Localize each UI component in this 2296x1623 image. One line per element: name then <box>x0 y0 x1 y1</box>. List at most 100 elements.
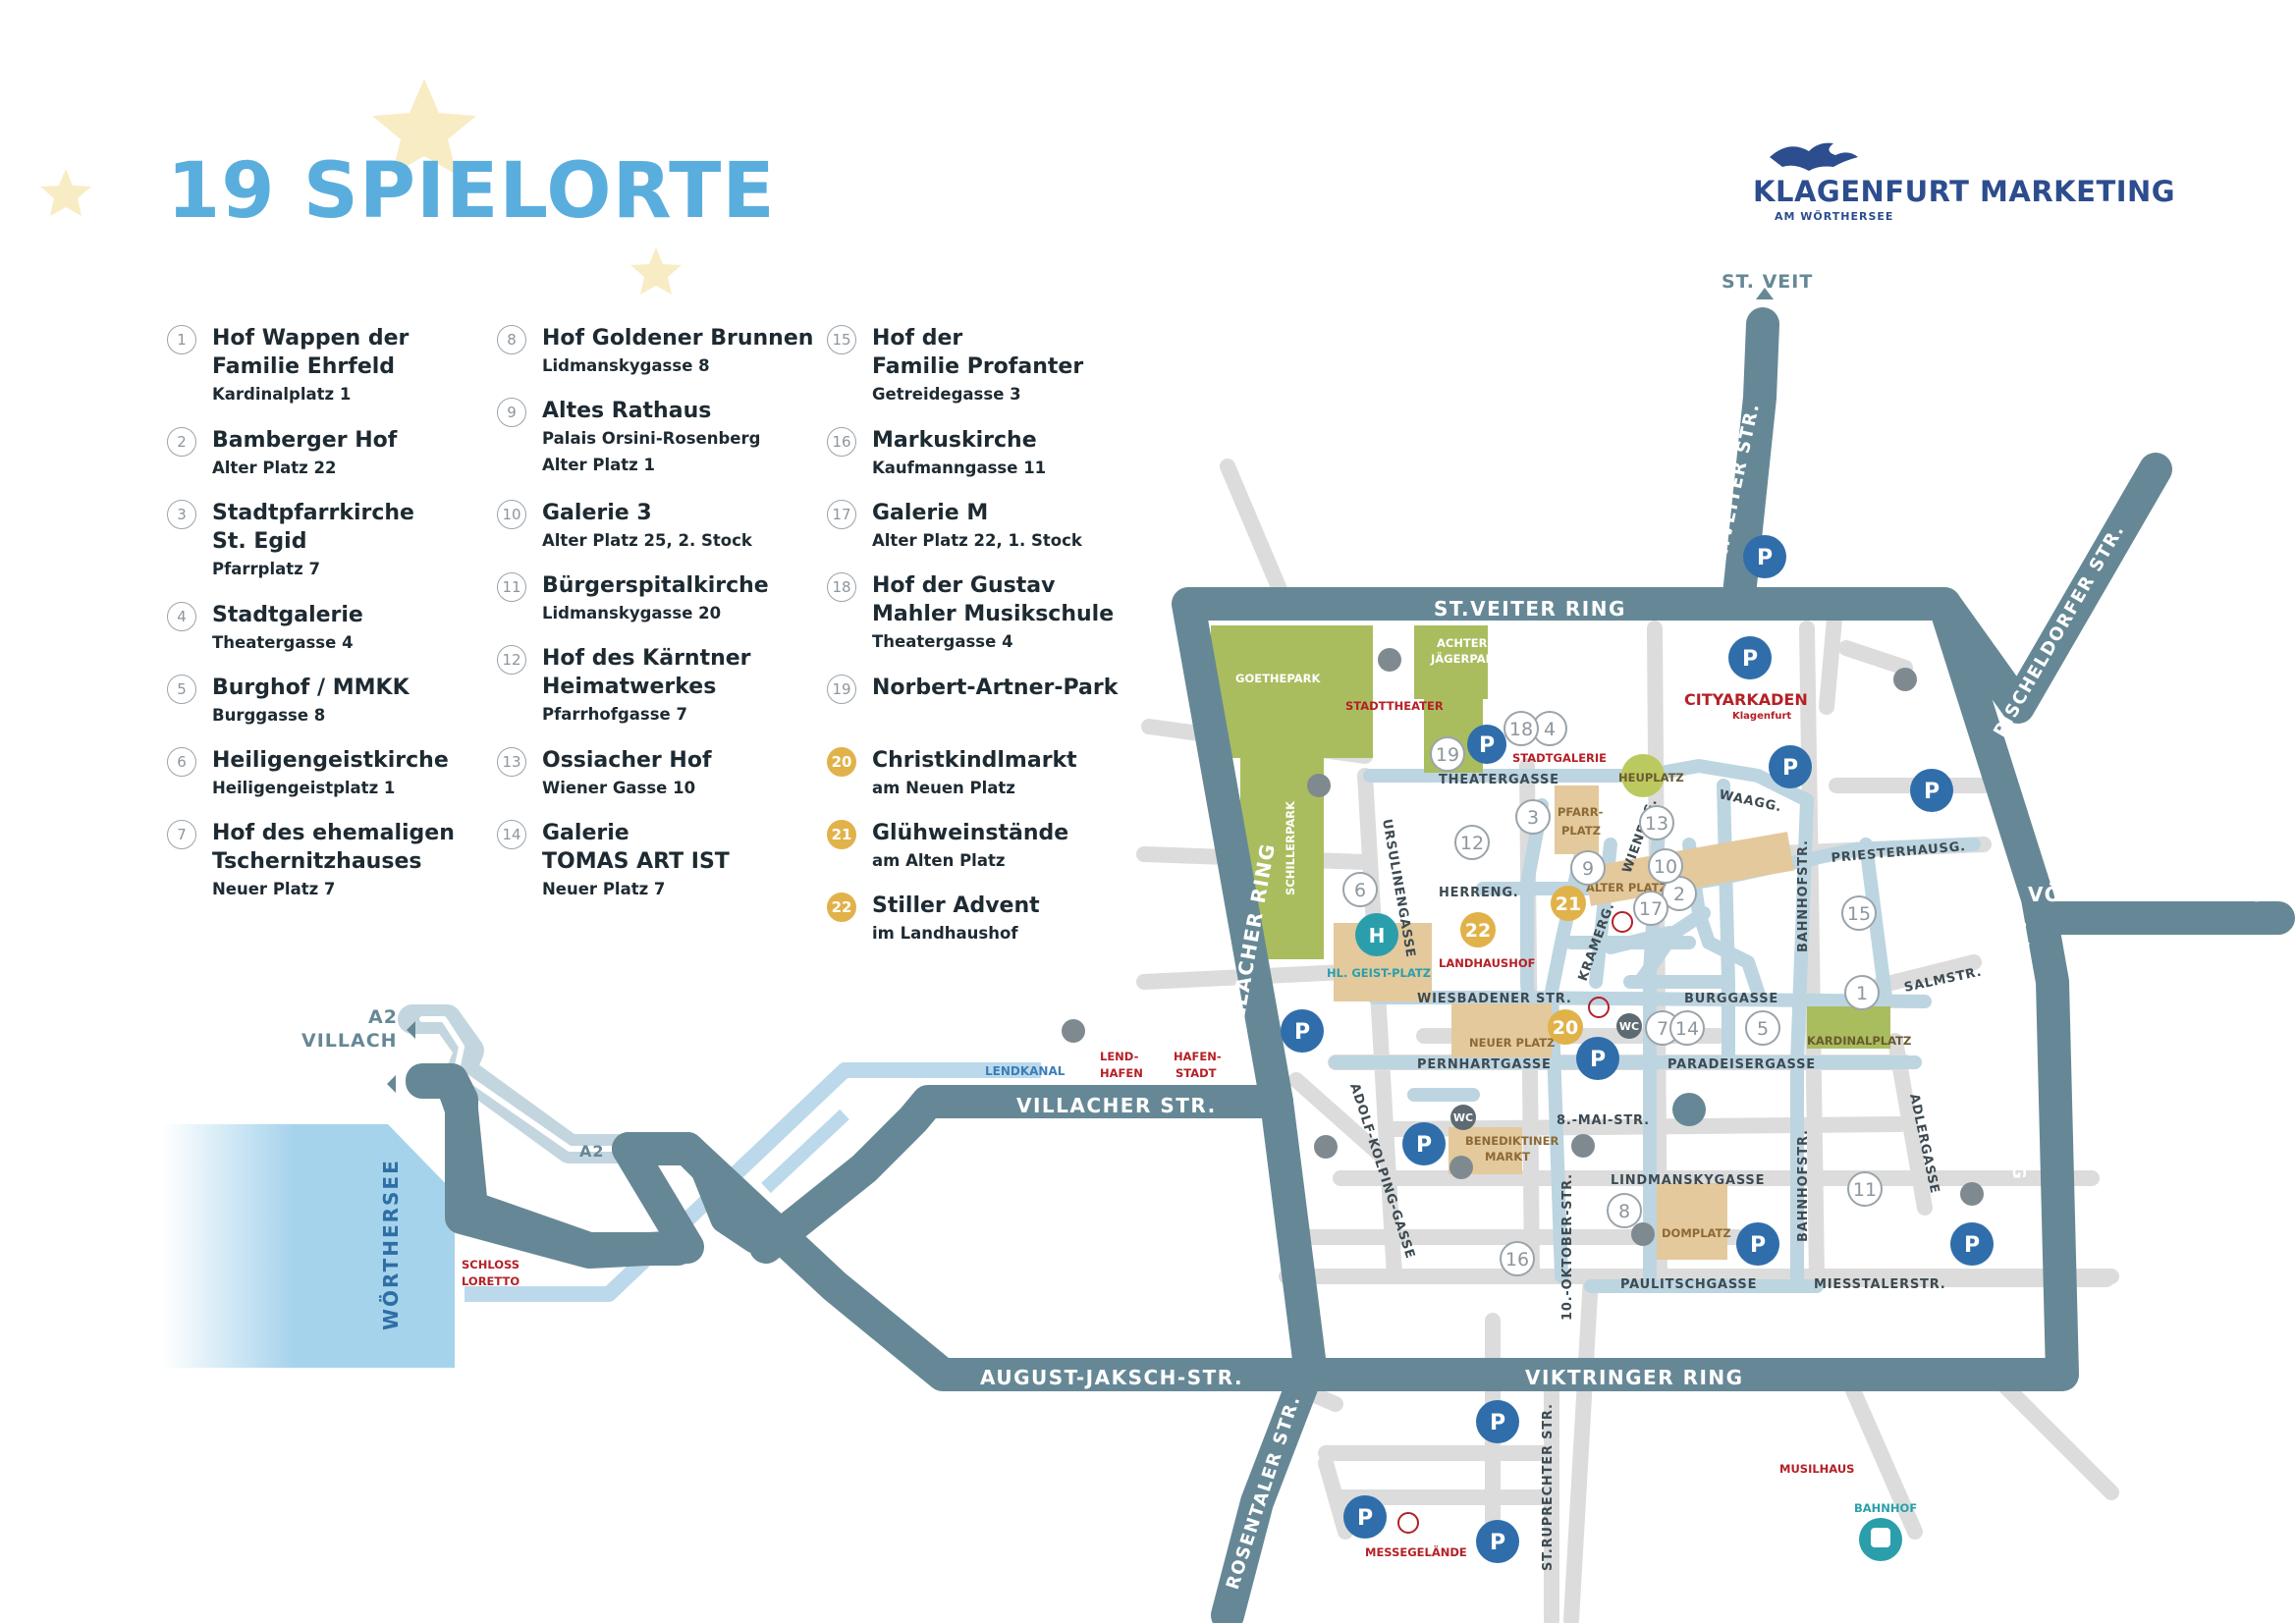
wc-icons: WC WC <box>1450 1013 1642 1130</box>
venue-name: Burghof / MMKK <box>212 676 410 700</box>
venue-number: 4 <box>167 602 196 631</box>
place-labels: GOETHEPARK ACHTER- JÄGERPARK SCHILLERPAR… <box>462 636 1917 1559</box>
dragon-icon <box>1770 142 1858 171</box>
lendkanal-cross <box>761 1109 849 1194</box>
bahnhof-label: BAHNHOF <box>1854 1501 1917 1515</box>
klagenfurt-logo: KLAGENFURT MARKETING AM WÖRTHERSEE <box>1753 137 2175 236</box>
domplatz-label: DOMPLATZ <box>1662 1226 1731 1240</box>
venue-address: Getreidegasse 3 <box>872 385 1021 404</box>
parking-icon: P <box>1910 769 1953 812</box>
map-marker-21: 21 <box>1551 886 1586 921</box>
venue-number: 1 <box>167 325 196 354</box>
venue-address: Pfarrhofgasse 7 <box>542 705 687 724</box>
tap-icon <box>1307 774 1331 797</box>
venue-address: Lidmanskygasse 20 <box>542 604 722 622</box>
venue-address: Wiener Gasse 10 <box>542 779 696 797</box>
svg-text:P: P <box>1964 1233 1980 1258</box>
venue-address: Alter Platz 22, 1. Stock <box>872 531 1082 550</box>
pfarrplatz-label-b: PLATZ <box>1561 824 1601 838</box>
lend-hafen-label-a: LEND- <box>1100 1050 1139 1063</box>
logo-name: KLAGENFURT MARKETING <box>1753 175 2176 208</box>
hafen-stadt-label-b: STADT <box>1175 1066 1217 1080</box>
venue-name: Christkindlmarkt <box>872 748 1077 773</box>
parking-icon: P <box>1343 1495 1387 1539</box>
direction-arrows <box>387 288 1774 1384</box>
a2-villach-label-a: A2 <box>368 1006 398 1028</box>
stadttheater-label: STADTTHEATER <box>1345 699 1444 713</box>
venue-name: Hof der Gustav Mahler Musikschule <box>872 573 1115 626</box>
venue-address: Neuer Platz 7 <box>542 880 666 898</box>
svg-text:H: H <box>1369 924 1386 947</box>
map-marker-1: 1 <box>1844 975 1880 1010</box>
venue-number: 16 <box>827 427 856 457</box>
parking-icon: P <box>1743 535 1786 578</box>
venue-number: 8 <box>497 325 526 354</box>
map-marker-19: 19 <box>1430 736 1465 772</box>
venue-number: 13 <box>497 747 526 777</box>
venue-number: 20 <box>827 747 856 777</box>
map-marker-18: 18 <box>1503 711 1539 746</box>
lendkanal-label: LENDKANAL <box>985 1064 1066 1078</box>
achter-jaegerpark-label-a: ACHTER- <box>1437 636 1493 650</box>
venue-number: 18 <box>827 572 856 602</box>
arrow-icon <box>387 1075 396 1093</box>
venue-number: 11 <box>497 572 526 602</box>
messegelaende-label: MESSEGELÄNDE <box>1365 1544 1467 1559</box>
map-marker-label: 2 <box>1673 884 1685 905</box>
woerthersee-lake: WÖRTHERSEE <box>162 1124 455 1368</box>
svg-text:WC: WC <box>1453 1111 1473 1124</box>
map-marker-2: 2 <box>1662 876 1697 911</box>
oktober-str-label: 10.-OKTOBER-STR. <box>1560 1173 1575 1321</box>
svg-text:P: P <box>1924 780 1940 804</box>
city-arkaden-label: CITYARKADEN <box>1684 690 1808 709</box>
a2-villach-label-b: VILLACH <box>301 1030 398 1052</box>
map-marker-16: 16 <box>1500 1241 1535 1276</box>
st-veiter-ring-label: ST.VEITER RING <box>1434 597 1626 621</box>
svg-text:WC: WC <box>1619 1020 1639 1033</box>
venue-number: 22 <box>827 893 856 922</box>
a2-autobahn-center <box>419 1016 622 1152</box>
villacher-str-label: VILLACHER STR. <box>1016 1094 1217 1117</box>
city-arkaden-sub-label: Klagenfurt <box>1732 711 1791 722</box>
venue-number: 12 <box>497 645 526 675</box>
achter-jaegerpark-label-b: JÄGERPARK <box>1430 651 1503 666</box>
title-block: 19 SPIELORTE <box>167 147 776 236</box>
venue-name: Markuskirche <box>872 428 1037 453</box>
heuplatz-label: HEUPLATZ <box>1618 771 1684 784</box>
neuer-platz-label: NEUER PLATZ <box>1469 1036 1555 1050</box>
parks <box>1211 625 1890 1049</box>
venue-number: 9 <box>497 398 526 427</box>
rosentaler-str-label: ROSENTALER STR. <box>1223 1392 1305 1592</box>
map-marker-label: 18 <box>1509 719 1533 740</box>
miesstalerstr-label: MIESSTALERSTR. <box>1814 1277 1946 1292</box>
arrow-icon <box>628 1139 636 1157</box>
venue-address: Heiligengeistplatz 1 <box>212 779 396 797</box>
tap-icon <box>1314 1135 1338 1159</box>
venue-name: Stiller Advent <box>872 893 1040 918</box>
venue-name: Heiligengeistkirche <box>212 748 449 773</box>
arrow-icon <box>972 1369 980 1384</box>
a2-label: A2 <box>579 1142 605 1161</box>
venue-address: Theatergasse 4 <box>872 632 1013 651</box>
venue-name: Hof des ehemaligen Tschernitzhauses <box>212 821 455 874</box>
map-marker-label: 6 <box>1354 880 1366 901</box>
arrow-icon <box>1756 288 1774 299</box>
red-seal-icons <box>1397 911 1633 1534</box>
map-marker-label: 7 <box>1657 1018 1668 1040</box>
hl-geist-platz-label: HL. GEIST-PLATZ <box>1327 966 1431 980</box>
tap-icon <box>1631 1222 1655 1246</box>
venue-name: Stadtpfarrkirche St. Egid <box>212 501 414 554</box>
tap-icon <box>1062 1019 1085 1043</box>
map-marker-20: 20 <box>1548 1009 1583 1045</box>
stadtgalerie-label: STADTGALERIE <box>1512 751 1607 765</box>
pernhartgasse-label: PERNHARTGASSE <box>1417 1057 1552 1072</box>
train-icon <box>1859 1518 1902 1561</box>
